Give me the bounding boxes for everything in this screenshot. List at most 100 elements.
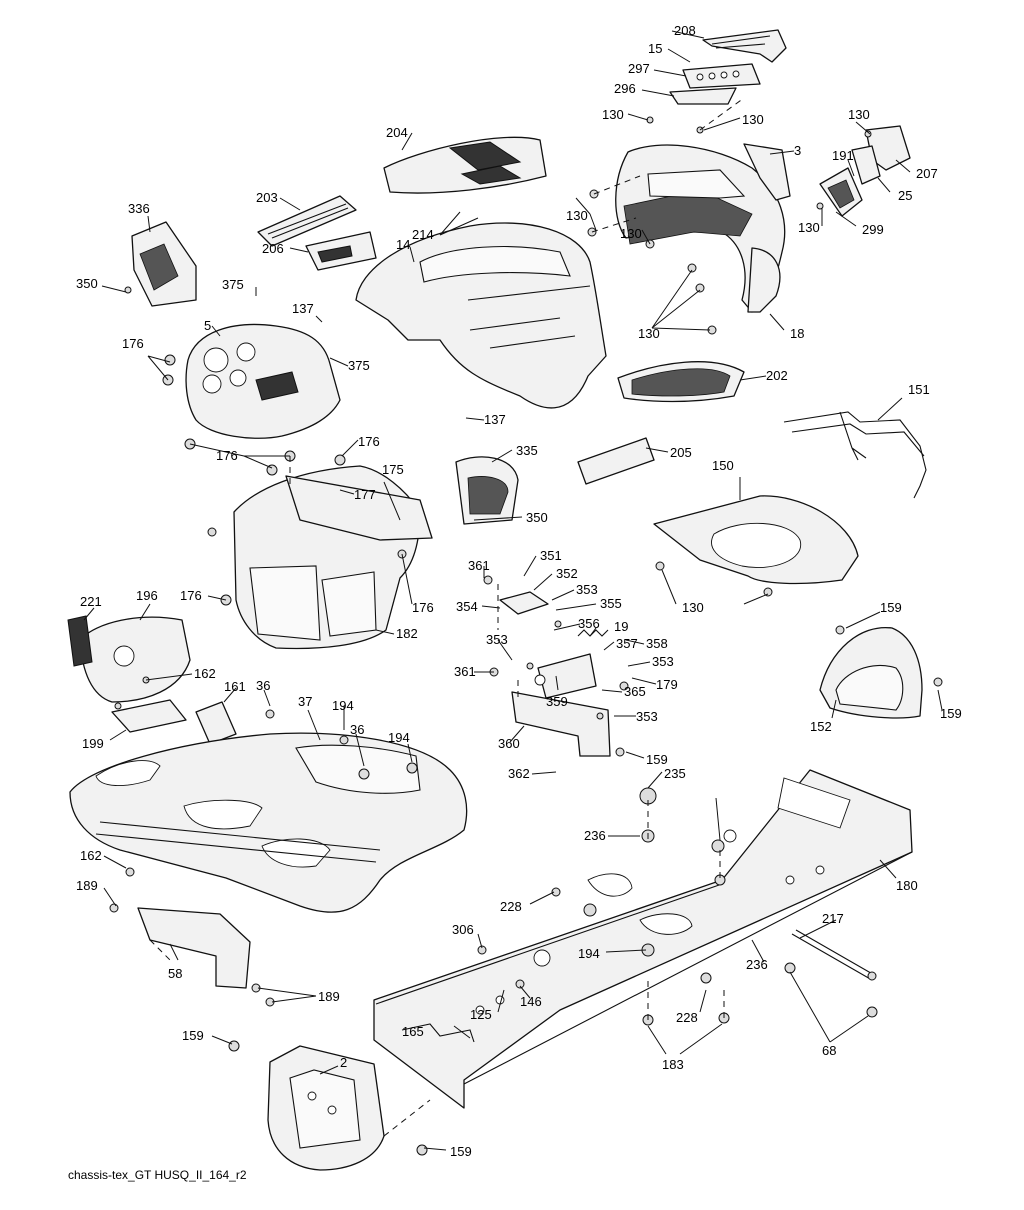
callout-180: 180 bbox=[896, 878, 918, 893]
seat-152 bbox=[819, 626, 923, 719]
callout-37: 37 bbox=[298, 694, 312, 709]
dashboard-5 bbox=[185, 323, 341, 439]
callout-176: 176 bbox=[216, 448, 238, 463]
hood-insert-206 bbox=[305, 231, 377, 271]
callout-18: 18 bbox=[790, 326, 804, 341]
callout-36: 36 bbox=[256, 678, 270, 693]
trim-199 bbox=[111, 699, 187, 733]
callout-175: 175 bbox=[382, 462, 404, 477]
callout-361: 361 bbox=[468, 558, 490, 573]
callout-352: 352 bbox=[556, 566, 578, 581]
hood-main-14 bbox=[355, 222, 607, 409]
callout-146: 146 bbox=[520, 994, 542, 1009]
callout-206: 206 bbox=[262, 241, 284, 256]
callout-130: 130 bbox=[682, 600, 704, 615]
callout-179: 179 bbox=[656, 677, 678, 692]
callout-177: 177 bbox=[354, 487, 376, 502]
bracket-58 bbox=[137, 907, 251, 989]
callout-162: 162 bbox=[80, 848, 102, 863]
callout-361: 361 bbox=[454, 664, 476, 679]
callout-159: 159 bbox=[880, 600, 902, 615]
callout-5: 5 bbox=[204, 318, 211, 333]
callout-228: 228 bbox=[676, 1010, 698, 1025]
callout-204: 204 bbox=[386, 125, 408, 140]
callout-375: 375 bbox=[222, 277, 244, 292]
callout-353: 353 bbox=[486, 632, 508, 647]
callout-36: 36 bbox=[350, 722, 364, 737]
callout-350: 350 bbox=[76, 276, 98, 291]
callout-194: 194 bbox=[332, 698, 354, 713]
callout-306: 306 bbox=[452, 922, 474, 937]
callout-360: 360 bbox=[498, 736, 520, 751]
callout-25: 25 bbox=[898, 188, 912, 203]
callout-194: 194 bbox=[388, 730, 410, 745]
grille-side-panel-3 bbox=[743, 143, 791, 201]
callout-162: 162 bbox=[194, 666, 216, 681]
air-intake-203 bbox=[257, 195, 357, 247]
callout-130: 130 bbox=[798, 220, 820, 235]
callout-191: 191 bbox=[832, 148, 854, 163]
callout-176: 176 bbox=[358, 434, 380, 449]
callout-150: 150 bbox=[712, 458, 734, 473]
callout-353: 353 bbox=[576, 582, 598, 597]
actuator-359 bbox=[534, 653, 597, 699]
callout-151: 151 bbox=[908, 382, 930, 397]
dash-side-pockets-175 bbox=[233, 465, 433, 650]
callout-183: 183 bbox=[662, 1057, 684, 1072]
callout-299: 299 bbox=[862, 222, 884, 237]
callout-19: 19 bbox=[614, 619, 628, 634]
callout-199: 199 bbox=[82, 736, 104, 751]
callout-354: 354 bbox=[456, 599, 478, 614]
floor-plate-150 bbox=[653, 495, 859, 585]
side-panel-336 bbox=[131, 221, 197, 307]
callout-296: 296 bbox=[614, 81, 636, 96]
callout-336: 336 bbox=[128, 201, 150, 216]
callout-189: 189 bbox=[76, 878, 98, 893]
callout-214: 214 bbox=[412, 227, 434, 242]
callout-125: 125 bbox=[470, 1007, 492, 1022]
callout-228: 228 bbox=[500, 899, 522, 914]
callout-3: 3 bbox=[794, 143, 801, 158]
callout-217: 217 bbox=[822, 911, 844, 926]
callout-236: 236 bbox=[584, 828, 606, 843]
tie-rod-217 bbox=[791, 929, 877, 981]
callout-130: 130 bbox=[602, 107, 624, 122]
callout-203: 203 bbox=[256, 190, 278, 205]
callout-152: 152 bbox=[810, 719, 832, 734]
bracket-151 bbox=[783, 411, 927, 499]
callout-362: 362 bbox=[508, 766, 530, 781]
callout-202: 202 bbox=[766, 368, 788, 383]
headlight-lens-296 bbox=[669, 87, 737, 105]
callout-221: 221 bbox=[80, 594, 102, 609]
lamp-25 bbox=[851, 145, 881, 185]
callout-297: 297 bbox=[628, 61, 650, 76]
assembly-lines bbox=[149, 97, 745, 1137]
fasteners bbox=[109, 116, 943, 1156]
spring-357 bbox=[577, 629, 609, 637]
callout-68: 68 bbox=[822, 1043, 836, 1058]
frame-180 bbox=[373, 769, 913, 1109]
callout-355: 355 bbox=[600, 596, 622, 611]
callout-207: 207 bbox=[916, 166, 938, 181]
front-plate-2 bbox=[267, 1045, 385, 1171]
console-335 bbox=[455, 456, 519, 525]
callout-356: 356 bbox=[578, 616, 600, 631]
callout-335: 335 bbox=[516, 443, 538, 458]
callout-182: 182 bbox=[396, 626, 418, 641]
callout-351: 351 bbox=[540, 548, 562, 563]
hood-top-trim-208 bbox=[702, 29, 787, 63]
callout-159: 159 bbox=[182, 1028, 204, 1043]
callout-350: 350 bbox=[526, 510, 548, 525]
callout-196: 196 bbox=[136, 588, 158, 603]
bracket-360 bbox=[511, 691, 611, 757]
fender-37 bbox=[69, 732, 468, 913]
callout-353: 353 bbox=[636, 709, 658, 724]
callout-130: 130 bbox=[566, 208, 588, 223]
callout-130: 130 bbox=[638, 326, 660, 341]
callout-208: 208 bbox=[674, 23, 696, 38]
leader-lines bbox=[83, 30, 943, 1151]
callout-130: 130 bbox=[620, 226, 642, 241]
callout-14: 14 bbox=[396, 237, 410, 252]
callout-labels: 208 15 297 296 130 130 3 130 191 207 25 … bbox=[76, 23, 962, 1159]
